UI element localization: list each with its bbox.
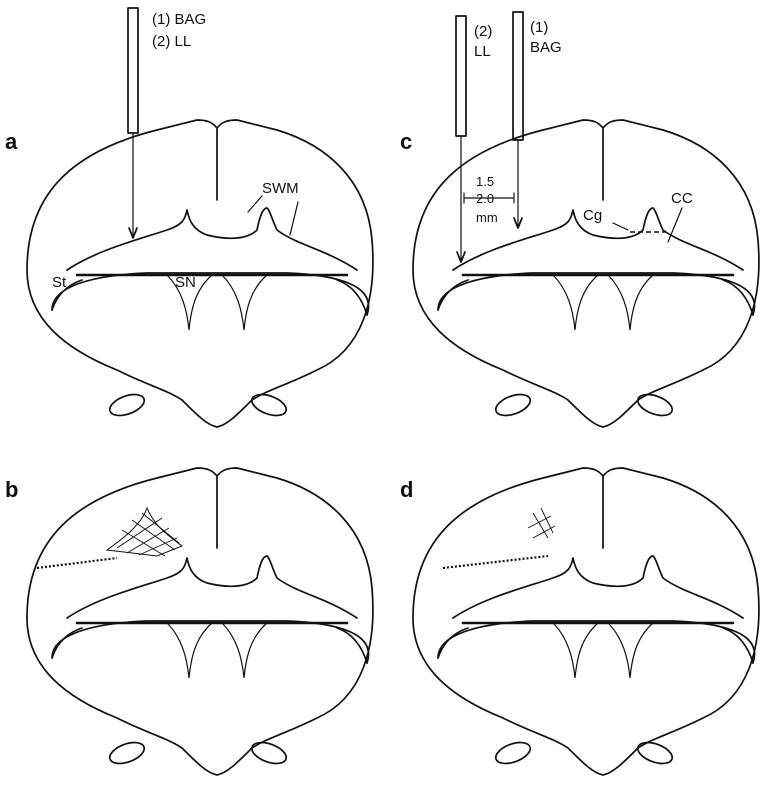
panel-d xyxy=(413,468,759,775)
panel-c xyxy=(413,120,759,427)
electrode-shaft-bag xyxy=(513,12,523,140)
arrow-swm-1 xyxy=(248,196,262,212)
electrode-shaft-ll xyxy=(456,16,466,136)
electrode-label-line2-a: (2) LL xyxy=(152,33,191,50)
lesion-track-b xyxy=(37,558,117,568)
label-st: St xyxy=(52,274,67,291)
arrow-cg xyxy=(613,223,628,230)
label-cc: CC xyxy=(671,190,693,207)
panel-a xyxy=(27,120,373,427)
electrode-label-num-bag: (1) xyxy=(530,19,548,36)
distance-value-1: 1.5 xyxy=(476,174,494,189)
distance-unit: mm xyxy=(476,210,498,225)
panel-letter-a: a xyxy=(5,129,18,154)
electrode-label-name-ll: LL xyxy=(474,43,491,60)
electrode-label-line1-a: (1) BAG xyxy=(152,11,206,28)
brain-outline-d xyxy=(413,468,759,775)
panel-letter-b: b xyxy=(5,477,18,502)
panel-b xyxy=(27,468,373,775)
lesion-track-d xyxy=(443,556,548,568)
label-cg: Cg xyxy=(583,207,602,224)
panel-letter-c: c xyxy=(400,129,412,154)
label-sn: SN xyxy=(175,274,196,291)
label-swm: SWM xyxy=(262,180,299,197)
electrode-label-num-ll: (2) xyxy=(474,23,492,40)
distance-value-2: 2.0 xyxy=(476,191,494,206)
brain-outline-a xyxy=(27,120,373,427)
panel-letter-d: d xyxy=(400,477,413,502)
electrode-label-name-bag: BAG xyxy=(530,39,562,56)
arrow-swm-2 xyxy=(290,202,298,235)
brain-outline-c xyxy=(413,120,759,427)
electrode-shaft-a xyxy=(128,8,138,133)
brain-outline-b xyxy=(27,468,373,775)
lesion-hatch-d xyxy=(528,508,555,538)
